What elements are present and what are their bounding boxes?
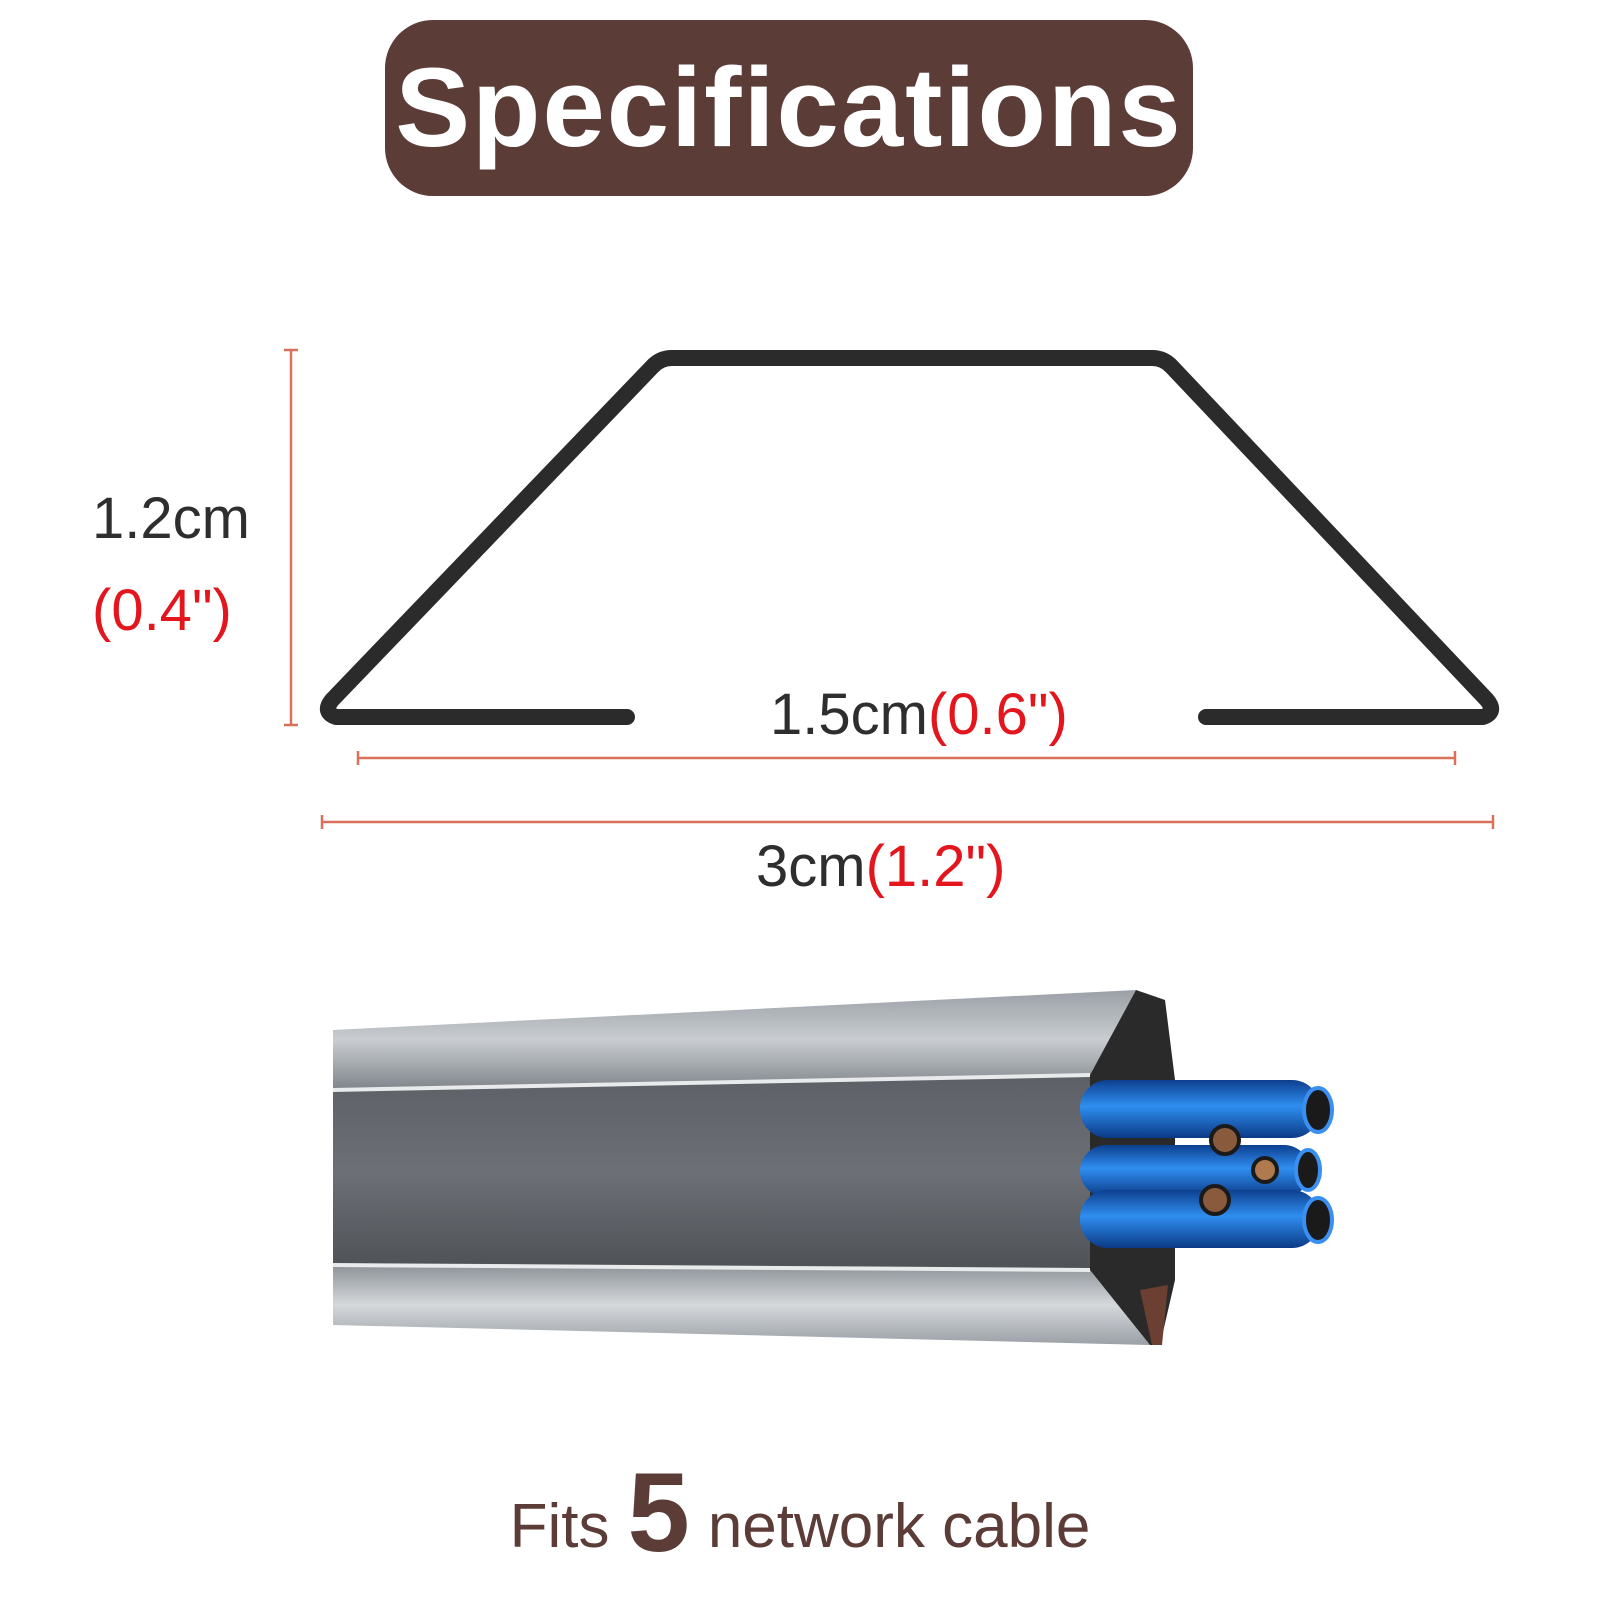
caption-count: 5 bbox=[627, 1450, 690, 1575]
network-cables bbox=[1080, 1080, 1334, 1248]
inner-width-imperial: (0.6") bbox=[927, 682, 1068, 747]
height-metric-label: 1.2cm bbox=[92, 486, 250, 551]
page-title: Specifications bbox=[395, 45, 1183, 170]
outer-width-imperial: (1.2") bbox=[865, 834, 1006, 899]
inner-width-label: 1.5cm(0.6") bbox=[770, 686, 1068, 744]
outer-width-label: 3cm(1.2") bbox=[756, 838, 1005, 896]
inner-width-metric: 1.5cm bbox=[770, 682, 928, 747]
title-badge: Specifications bbox=[385, 20, 1193, 196]
outer-width-dimension-line bbox=[320, 815, 1495, 829]
caption-suffix: network cable bbox=[707, 1492, 1091, 1561]
outer-width-metric: 3cm bbox=[756, 834, 866, 899]
height-dimension-line bbox=[284, 348, 298, 727]
channel-profile-outline bbox=[319, 350, 1500, 725]
height-imperial-label: (0.4") bbox=[92, 578, 232, 643]
inner-width-dimension-line bbox=[356, 751, 1457, 765]
cable-channel-photo bbox=[332, 990, 1175, 1345]
caption-prefix: Fits bbox=[509, 1492, 610, 1561]
